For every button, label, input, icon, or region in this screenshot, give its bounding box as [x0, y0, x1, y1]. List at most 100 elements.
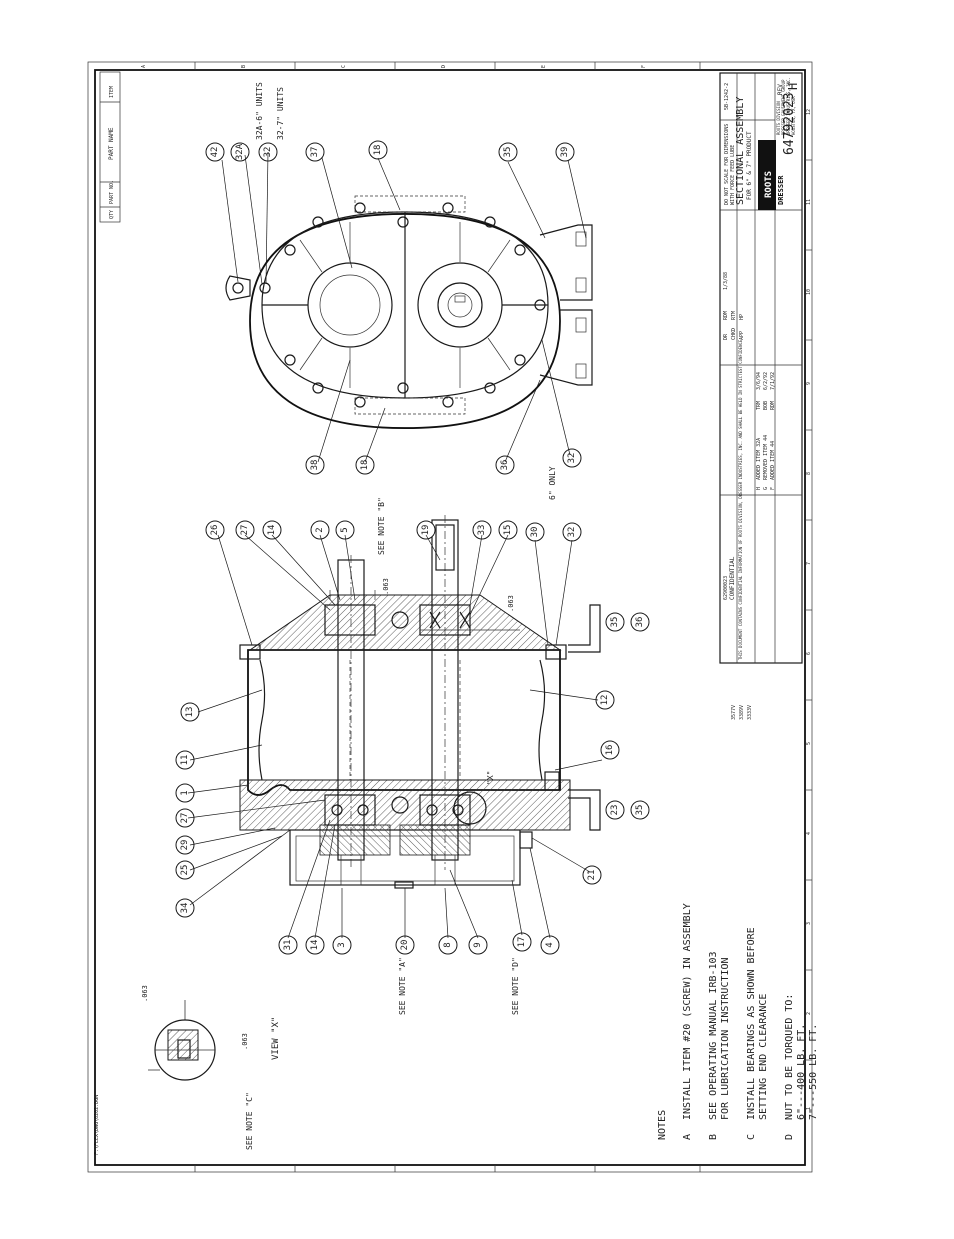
detail-x-circle: [453, 791, 487, 825]
balloon-label: 16: [605, 745, 615, 756]
revision-desc: ADDED ITEM 32A: [756, 438, 762, 480]
section-balloon: 9: [468, 935, 488, 955]
balloon-label: 42: [210, 147, 220, 158]
section-balloon: 21: [582, 865, 602, 885]
app-name: HP: [739, 314, 745, 320]
title-block-title: SECTIONAL ASSEMBLY: [735, 97, 746, 205]
balloon-label: 14: [310, 940, 320, 951]
division-line: ROOTS DIVISION: [776, 101, 781, 135]
section-balloon: 27: [235, 520, 255, 540]
balloon-label: 20: [400, 940, 410, 951]
section-balloon: 23: [605, 800, 625, 820]
confidential-label: CONFIDENTIAL: [729, 556, 736, 600]
lower-bore: [417, 262, 503, 348]
note-line: INSTALL ITEM #20 (SCREW) IN ASSEMBLY: [682, 903, 693, 1120]
zone-ticks: [194, 62, 812, 1172]
parts-no-label: PART NO.: [109, 180, 115, 204]
checked-label: CHKD: [731, 328, 737, 340]
revision-letter: F: [770, 487, 776, 490]
note-line: SEE OPERATING MANUAL IRB-103: [708, 951, 719, 1120]
see-note-d: SEE NOTE "D": [511, 957, 520, 1015]
end-balloon: 36: [495, 455, 515, 475]
drawn-label: DR: [723, 333, 729, 340]
section-balloon: 35: [630, 800, 650, 820]
section-balloon: 3: [332, 935, 352, 955]
section-view: [239, 515, 601, 889]
part-number: 62900023: [723, 576, 729, 600]
end-balloon: 35: [498, 142, 518, 162]
revision-date: 7/1/92: [770, 372, 776, 390]
balloon-label: 39: [560, 147, 570, 158]
section-balloon: 15: [498, 520, 518, 540]
balloon-label: 32A: [235, 143, 245, 160]
end-view: [225, 195, 593, 430]
see-note-a: SEE NOTE "A": [398, 957, 407, 1015]
note-line: 6"---400 LB. FT.: [796, 1024, 807, 1120]
units-6-label: 32A-6" UNITS: [255, 82, 264, 140]
title-block: [719, 72, 803, 664]
balloon-label: 35: [503, 147, 513, 158]
note-letter: A: [682, 1134, 693, 1140]
section-view-leaders: [187, 534, 603, 939]
zone-letter: F: [641, 65, 647, 68]
note-line: 7"---550 LB. FT.: [808, 1024, 819, 1120]
app-label: APP: [739, 331, 745, 340]
section-balloon: 26: [205, 520, 225, 540]
zone-letter: E: [541, 65, 547, 68]
title-block-subtitle1: FOR 6" & 7" PRODUCT: [746, 131, 753, 200]
view-x-detail: [148, 1000, 216, 1081]
balloon-label: 18: [360, 460, 370, 471]
section-balloon: 27: [175, 808, 195, 828]
balloon-label: 29: [180, 840, 190, 851]
section-balloon: 5: [335, 520, 355, 540]
division-line: DRESSER INDUSTRIES, INC.: [786, 77, 791, 135]
balloon-label: 12: [600, 695, 610, 706]
file-path: F:\FLEX\DWG\6202.DGN: [94, 1095, 100, 1155]
section-balloon: 14: [305, 935, 325, 955]
section-balloon: 29: [175, 835, 195, 855]
end-balloon: 18: [368, 140, 388, 160]
balloon-label: 5: [340, 527, 350, 532]
zone-letter: D: [441, 65, 447, 68]
zone-letter: C: [341, 65, 347, 68]
zone-number: 9: [806, 382, 812, 385]
section-balloon: 20: [395, 935, 415, 955]
section-balloon: 14: [262, 520, 282, 540]
zone-number: 7: [806, 562, 812, 565]
note-line: NUT TO BE TORQUED TO:: [784, 994, 795, 1120]
zone-number: 2: [806, 1012, 812, 1015]
section-balloon: 34: [175, 898, 195, 918]
section-balloon: 8: [438, 935, 458, 955]
section-balloon: 33: [472, 520, 492, 540]
end-balloon: 18: [355, 455, 375, 475]
balloon-label: 19: [421, 525, 431, 536]
end-balloon: 38: [305, 455, 325, 475]
zone-number: 11: [806, 199, 812, 205]
note-line: FOR LUBRICATION INSTRUCTION: [720, 957, 731, 1120]
zone-number: 8: [806, 472, 812, 475]
rev-letter: H: [786, 83, 800, 90]
zone-number: 5: [806, 742, 812, 745]
zone-letter: B: [241, 65, 247, 68]
view-x-note-ref: SEE NOTE "C": [245, 1092, 254, 1150]
balloon-label: 27: [240, 525, 250, 536]
division-line: HOUSTON, TX, USA: [791, 96, 796, 135]
other-ref: 5B-1242-2: [724, 83, 730, 110]
end-balloon: 39: [555, 142, 575, 162]
balloon-label: 35: [635, 805, 645, 816]
balloon-label: 34: [180, 903, 190, 914]
end-balloon: 32: [562, 448, 582, 468]
upper-bore: [307, 262, 393, 348]
bolt-holes: [284, 202, 546, 408]
zone-number: 3: [806, 922, 812, 925]
zone-number: 6: [806, 652, 812, 655]
gear-end-headplate: [248, 594, 562, 651]
